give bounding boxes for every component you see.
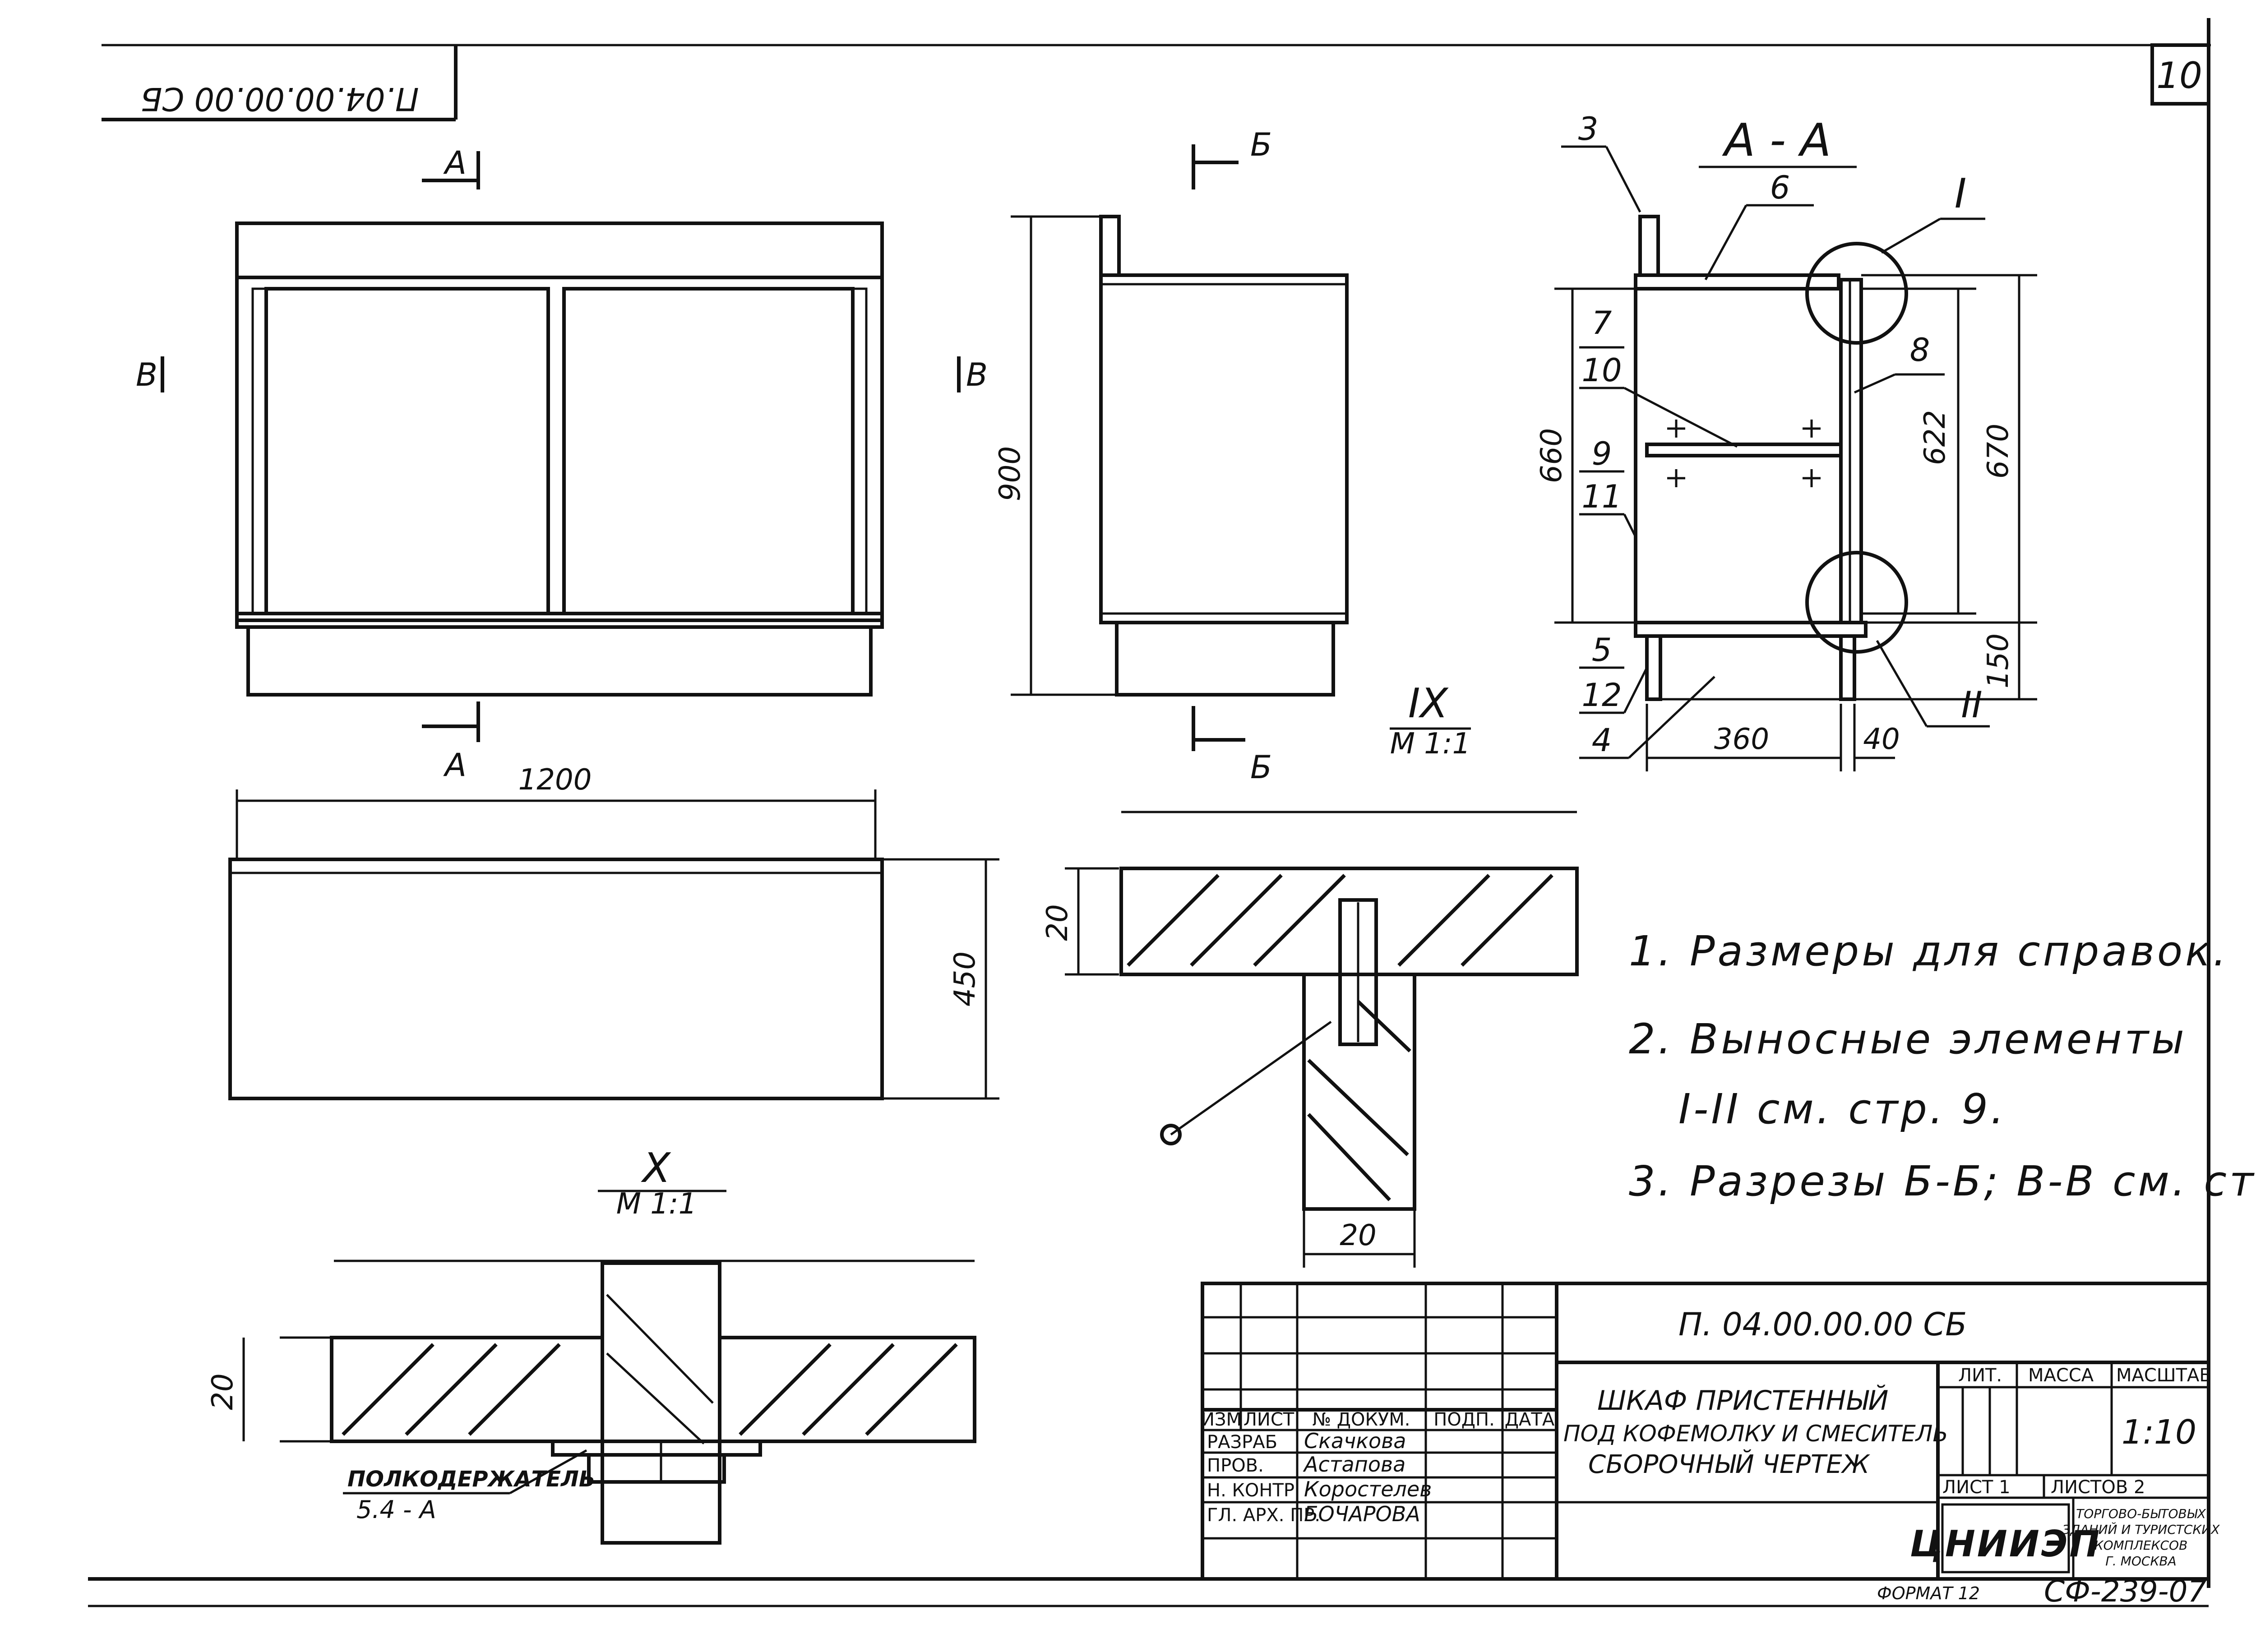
tb-role-nkontr: Н. КОНТР. bbox=[1207, 1480, 1300, 1501]
tb-role-glarh: ГЛ. АРХ. ПР. bbox=[1207, 1505, 1320, 1526]
tb-org-line4: Г. МОСКВА bbox=[2105, 1554, 2176, 1569]
part-12: 12 bbox=[1581, 677, 1622, 714]
part-10: 10 bbox=[1581, 352, 1622, 389]
note-2-cont: I-II см. стр. 9. bbox=[1678, 1085, 2006, 1133]
detail-ix-scale: М 1:1 bbox=[1390, 727, 1471, 761]
shelf-holder-code: 5.4 - А bbox=[356, 1495, 436, 1524]
part-9: 9 bbox=[1592, 435, 1612, 472]
tb-name-razrab: Скачкова bbox=[1304, 1429, 1406, 1453]
detail-x-hatch bbox=[342, 1343, 958, 1436]
general-notes: 1. Размеры для справок. 2. Выносные элем… bbox=[1629, 927, 2256, 1205]
callout-1-label: I bbox=[1955, 170, 1967, 217]
tb-col-sign: ПОДП. bbox=[1433, 1409, 1495, 1430]
callout-circle-1 bbox=[1805, 242, 1908, 345]
detail-ix-dim-20-bottom: 20 bbox=[1340, 1219, 1376, 1252]
format-label: ФОРМАТ 12 bbox=[1877, 1583, 1980, 1603]
part-4: 4 bbox=[1592, 722, 1612, 759]
section-b-bottom-label: Б bbox=[1250, 749, 1272, 786]
section-v-right-label: В bbox=[966, 356, 988, 393]
tb-org-line2: ЗДАНИЙ И ТУРИСТСКИХ bbox=[2062, 1522, 2220, 1537]
detail-x-scale: М 1:1 bbox=[616, 1187, 697, 1221]
tb-col-date: ДАТА bbox=[1505, 1409, 1555, 1430]
detail-x-dim-20: 20 bbox=[206, 1373, 240, 1410]
shelf-holder-label: ПОЛКОДЕРЖАТЕЛЬ bbox=[347, 1467, 596, 1492]
front-view: А А В В bbox=[136, 144, 988, 784]
dim-width-1200: 1200 bbox=[518, 763, 592, 797]
archive-code: СФ-239-07 bbox=[2044, 1574, 2207, 1609]
tb-mass-label: МАССА bbox=[2028, 1365, 2094, 1386]
note-3: 3. Разрезы Б-Б; В-В см. стр. 5. bbox=[1629, 1157, 2256, 1205]
note-2: 2. Выносные элементы bbox=[1629, 1015, 2187, 1063]
shelf-pins bbox=[1667, 420, 1821, 487]
tb-col-doc: № ДОКУМ. bbox=[1312, 1409, 1410, 1430]
tb-col-list: ЛИСТ bbox=[1244, 1409, 1294, 1430]
detail-x-title: X bbox=[641, 1144, 671, 1192]
top-stamp-text: П.04.00.00.00 СБ bbox=[140, 80, 419, 117]
detail-ix: IX М 1:1 20 20 bbox=[1041, 680, 1579, 1268]
dim-622: 622 bbox=[1919, 410, 1952, 465]
tb-name-prov: Астапова bbox=[1303, 1452, 1405, 1477]
tb-role-prov: ПРОВ. bbox=[1207, 1455, 1264, 1476]
title-block: ИЗМ ЛИСТ № ДОКУМ. ПОДП. ДАТА РАЗРАБ Скач… bbox=[1201, 1282, 2220, 1581]
part-6: 6 bbox=[1770, 169, 1790, 206]
callout-2-label: II bbox=[1961, 684, 1982, 726]
tb-scale-label: МАСШТАБ bbox=[2116, 1365, 2212, 1386]
dim-height-900: 900 bbox=[994, 446, 1027, 501]
tb-title-line1: ШКАФ ПРИСТЕННЫЙ bbox=[1597, 1384, 1888, 1417]
dim-depth-450: 450 bbox=[948, 951, 982, 1006]
part-11: 11 bbox=[1581, 478, 1622, 515]
section-a-top-label: А bbox=[443, 144, 467, 181]
tb-col-izm: ИЗМ bbox=[1201, 1409, 1242, 1430]
dim-670: 670 bbox=[1982, 424, 2015, 479]
detail-ix-post-hatch bbox=[1307, 1000, 1411, 1201]
top-stamp: П.04.00.00.00 СБ bbox=[102, 45, 458, 121]
part-5: 5 bbox=[1592, 632, 1612, 669]
tb-org-logo: ЦНИИЭП bbox=[1910, 1523, 2102, 1565]
section-a-bottom-label: А bbox=[443, 747, 467, 784]
dim-660: 660 bbox=[1535, 428, 1568, 483]
part-3: 3 bbox=[1578, 111, 1599, 148]
tb-org-line1: ТОРГОВО-БЫТОВЫХ bbox=[2076, 1506, 2206, 1521]
tb-title-line2: ПОД КОФЕМОЛКУ И СМЕСИТЕЛЬ bbox=[1563, 1421, 1948, 1447]
detail-ix-dim-20-left: 20 bbox=[1041, 904, 1074, 941]
dim-150: 150 bbox=[1982, 633, 2015, 688]
tb-sheet-label: ЛИСТ 1 bbox=[1942, 1477, 2011, 1498]
section-aa: А - А 3 6 I 8 bbox=[1535, 111, 2037, 771]
tb-title-line3: СБОРОЧНЫЙ ЧЕРТЕЖ bbox=[1588, 1450, 1871, 1479]
page-number: 10 bbox=[2156, 55, 2202, 97]
note-1: 1. Размеры для справок. bbox=[1629, 927, 2229, 975]
tb-org-line3: КОМПЛЕКСОВ bbox=[2094, 1538, 2188, 1553]
tb-sheets-label: ЛИСТОВ 2 bbox=[2051, 1477, 2145, 1498]
tb-role-razrab: РАЗРАБ bbox=[1207, 1432, 1277, 1453]
detail-x: X М 1:1 20 ПОЛКОДЕРЖАТЕЛЬ 5.4 - А bbox=[206, 1144, 976, 1545]
plan-view: 1200 450 bbox=[228, 763, 999, 1100]
org-logo: ЦНИИЭП bbox=[1910, 1503, 2102, 1574]
dim-40: 40 bbox=[1863, 723, 1900, 756]
side-view: 900 Б Б bbox=[994, 126, 1349, 786]
part-7: 7 bbox=[1592, 305, 1612, 341]
tb-name-glarh: БОЧАРОВА bbox=[1304, 1502, 1420, 1526]
section-aa-title: А - А bbox=[1722, 114, 1831, 166]
page-number-box: 10 bbox=[2150, 43, 2210, 106]
dim-360: 360 bbox=[1714, 723, 1769, 756]
tb-designation: П. 04.00.00.00 СБ bbox=[1678, 1306, 1967, 1343]
section-b-top-label: Б bbox=[1250, 126, 1272, 163]
tb-name-nkontr: Коростелев bbox=[1304, 1477, 1432, 1501]
tb-scale-value: 1:10 bbox=[2122, 1413, 2196, 1452]
tb-lit-label: ЛИТ. bbox=[1958, 1365, 2002, 1386]
section-v-left-label: В bbox=[136, 356, 157, 393]
callout-circle-2 bbox=[1805, 551, 1908, 654]
detail-ix-hatch bbox=[1127, 874, 1553, 967]
part-8: 8 bbox=[1910, 332, 1930, 369]
detail-ix-title: IX bbox=[1408, 680, 1449, 727]
detail-ix-marker bbox=[1160, 1124, 1182, 1145]
